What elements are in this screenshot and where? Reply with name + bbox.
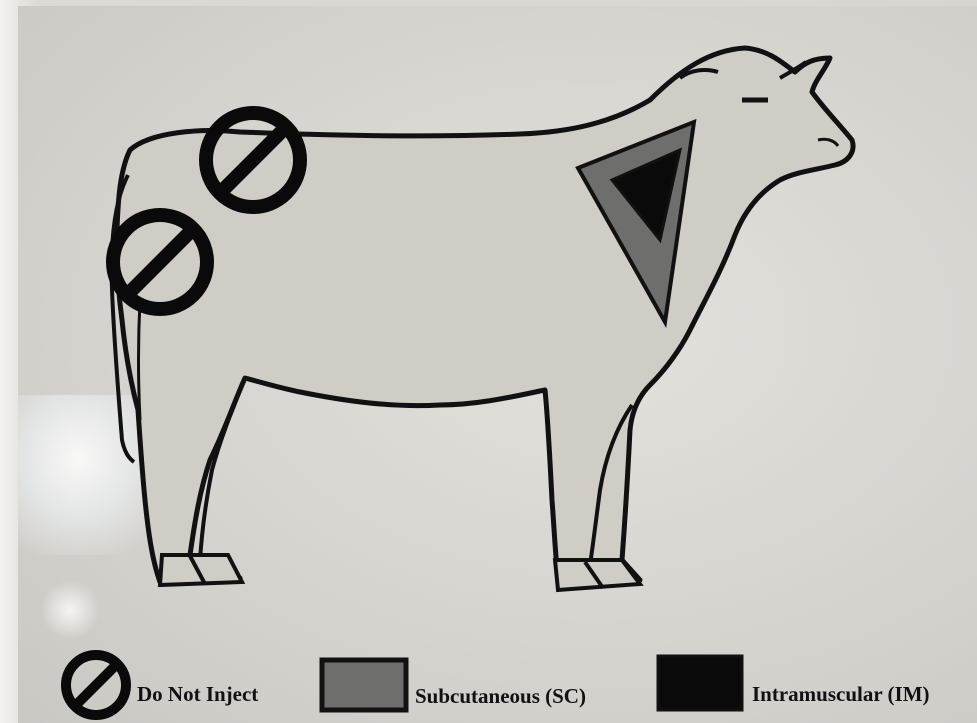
legend-intramuscular-label: Intramuscular (IM) bbox=[752, 682, 930, 707]
prohibition-icon bbox=[66, 655, 126, 715]
front-hoof bbox=[555, 560, 640, 590]
legend-do-not-inject-label: Do Not Inject bbox=[137, 682, 258, 707]
cow-tail-inner bbox=[139, 300, 141, 420]
legend-subcutaneous-label: Subcutaneous (SC) bbox=[415, 684, 586, 709]
intramuscular-swatch bbox=[658, 656, 742, 710]
subcutaneous-swatch bbox=[322, 660, 406, 710]
